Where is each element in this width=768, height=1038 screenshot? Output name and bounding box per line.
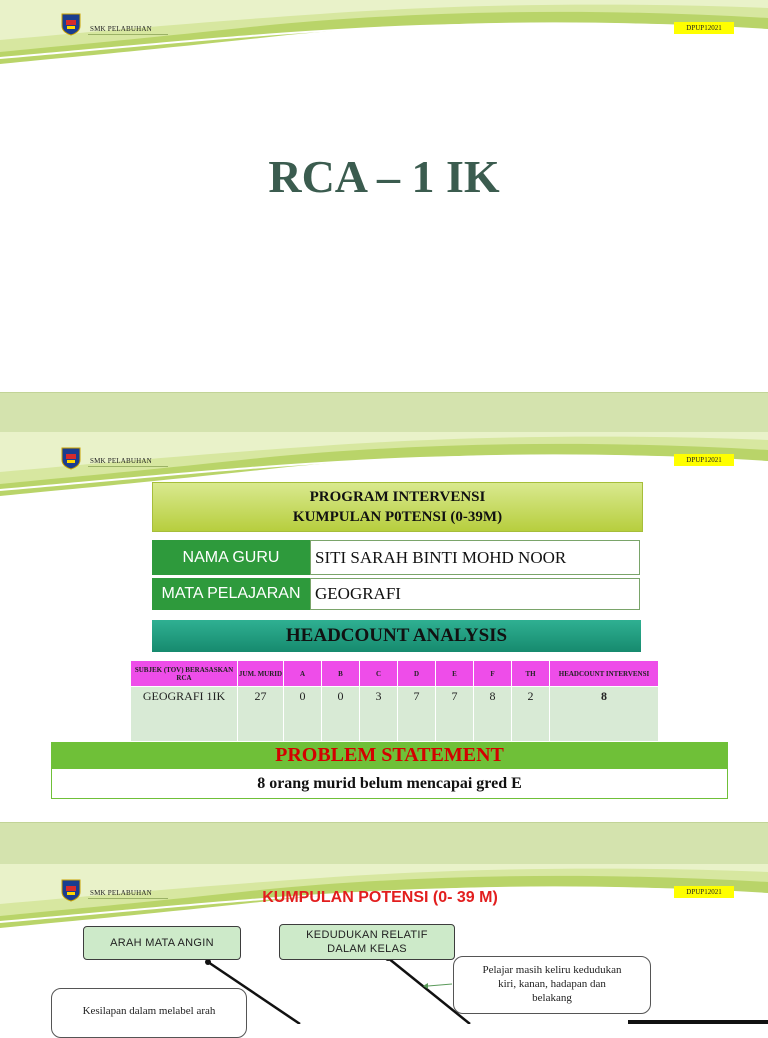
- table-header-row: SUBJEK (TOV) BERASASKAN RCA JUM. MURID A…: [130, 660, 659, 687]
- code-badge: DPUP12021: [674, 22, 734, 34]
- table-cell: 7: [435, 686, 474, 742]
- node-kedudukan-line2: DALAM KELAS: [327, 943, 407, 955]
- school-name: SMK PELABUHAN: [90, 889, 152, 897]
- table-cell: 27: [237, 686, 284, 742]
- headcount-title: HEADCOUNT ANALYSIS: [152, 620, 641, 652]
- program-title-box: PROGRAM INTERVENSI KUMPULAN P0TENSI (0-3…: [152, 482, 643, 532]
- note-pelajar-line1: Pelajar masih keliru kedudukan: [482, 964, 622, 976]
- table-cell-headcount: 8: [549, 686, 659, 742]
- teacher-label: NAMA GURU: [152, 540, 310, 575]
- note-pelajar-keliru: Pelajar masih keliru kedudukan kiri, kan…: [453, 956, 651, 1014]
- table-header-cell: A: [283, 660, 322, 687]
- code-badge: DPUP12021: [674, 886, 734, 898]
- note-pelajar-line3: belakang: [532, 992, 572, 1004]
- note-kesilapan-label: Kesilapan dalam melabel arah: [51, 988, 247, 1038]
- table-cell: 0: [283, 686, 322, 742]
- slide-title: SMK PELABUHAN DPUP12021 RCA – 1 IK: [0, 0, 768, 392]
- table-header-cell: C: [359, 660, 398, 687]
- program-title-line1: PROGRAM INTERVENSI: [309, 489, 486, 505]
- node-arah-mata-angin: ARAH MATA ANGIN: [83, 926, 241, 960]
- table-header-cell: E: [435, 660, 474, 687]
- school-name: SMK PELABUHAN: [90, 25, 152, 33]
- slide-gap: [0, 392, 768, 432]
- node-kedudukan-relatif: KEDUDUKAN RELATIF DALAM KELAS: [279, 924, 455, 960]
- problem-statement-title: PROBLEM STATEMENT: [51, 742, 728, 768]
- table-header-cell: TH: [511, 660, 550, 687]
- table-cell: 2: [511, 686, 550, 742]
- table-header-cell: D: [397, 660, 436, 687]
- subject-label: MATA PELAJARAN: [152, 578, 310, 610]
- problem-statement-text: 8 orang murid belum mencapai gred E: [51, 768, 728, 799]
- potensi-title: KUMPULAN POTENSI (0- 39 M): [262, 889, 498, 906]
- table-cell-subject: GEOGRAFI 1IK: [130, 686, 238, 742]
- school-logo-icon: [61, 879, 81, 902]
- note-pelajar-line2: kiri, kanan, hadapan dan: [498, 978, 606, 990]
- table-cell: 7: [397, 686, 436, 742]
- table-header-cell: JUM. MURID: [237, 660, 284, 687]
- header-swoosh: [0, 432, 768, 496]
- program-title-line2: KUMPULAN P0TENSI (0-39M): [292, 509, 503, 525]
- table-cell: 3: [359, 686, 398, 742]
- node-kedudukan-line1: KEDUDUKAN RELATIF: [306, 929, 428, 941]
- table-cell: 8: [473, 686, 512, 742]
- table-header-cell: HEADCOUNT INTERVENSI: [549, 660, 659, 687]
- header-swoosh: [0, 0, 768, 64]
- teacher-name-field: SITI SARAH BINTI MOHD NOOR: [310, 540, 640, 575]
- table-row: GEOGRAFI 1IK 27 0 0 3 7 7 8 2 8: [130, 686, 659, 742]
- code-badge: DPUP12021: [674, 454, 734, 466]
- school-logo-icon: [61, 447, 81, 470]
- node-arah-label: ARAH MATA ANGIN: [110, 937, 214, 949]
- headcount-table: SUBJEK (TOV) BERASASKAN RCA JUM. MURID A…: [130, 660, 659, 742]
- header-divider: [88, 34, 168, 35]
- table-cell: 0: [321, 686, 360, 742]
- table-header-cell: SUBJEK (TOV) BERASASKAN RCA: [130, 660, 238, 687]
- table-header-cell: B: [321, 660, 360, 687]
- note-kesilapan-line1: Kesilapan dalam melabel arah: [82, 1005, 216, 1017]
- school-logo-icon: [61, 13, 81, 36]
- table-header-cell: F: [473, 660, 512, 687]
- header-swoosh: [0, 864, 768, 928]
- subject-name-field: GEOGRAFI: [310, 578, 640, 610]
- school-name: SMK PELABUHAN: [90, 457, 152, 465]
- header-divider: [88, 898, 168, 899]
- header-divider: [88, 466, 168, 467]
- slide-title-text: RCA – 1 IK: [268, 151, 500, 202]
- slide-gap: [0, 822, 768, 864]
